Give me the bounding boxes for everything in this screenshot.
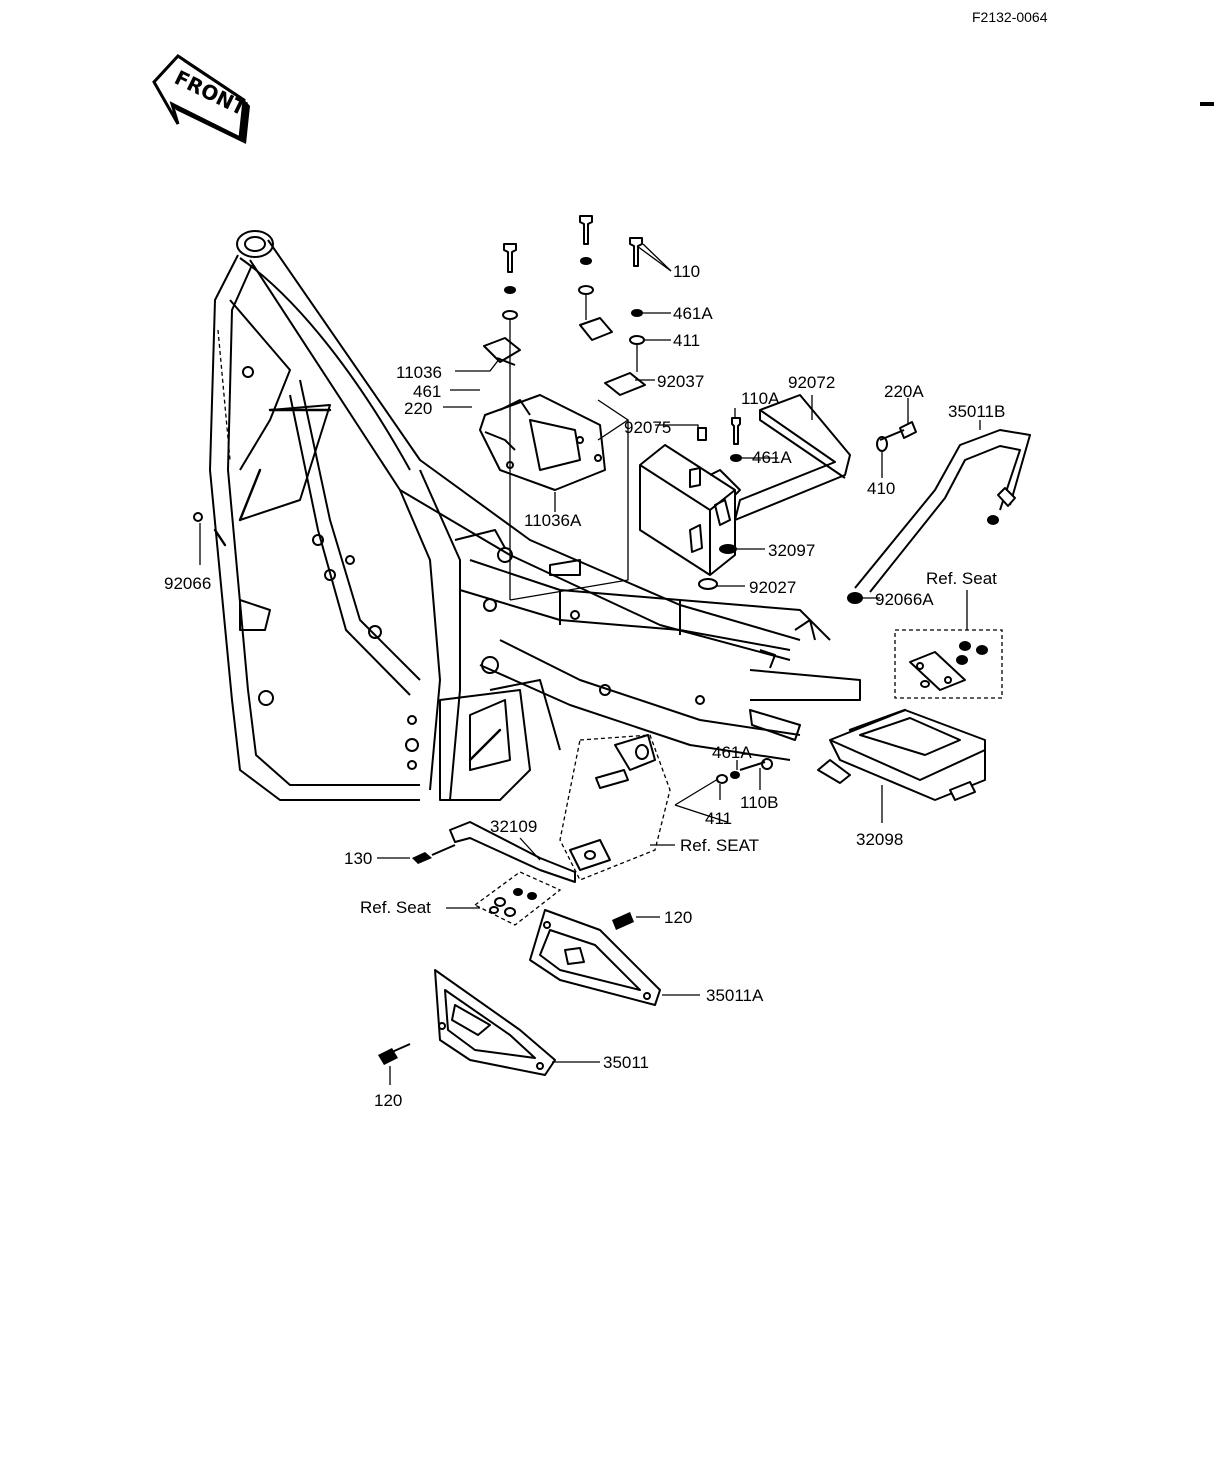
label-92037: 92037 [657, 372, 704, 391]
bolt-stack-left [502, 243, 518, 600]
diagram-code: F2132-0064 [972, 9, 1048, 25]
label-92075: 92075 [624, 418, 671, 437]
label-35011b: 35011B [948, 402, 1005, 421]
bolt-220a [876, 421, 917, 452]
tray-32098 [817, 708, 986, 801]
part-labels: 110 461A 411 92037 92072 220A 35011B 110… [164, 262, 1005, 1110]
label-461: 461 [413, 382, 441, 401]
label-120-top: 120 [664, 908, 692, 927]
bolt-stack-right [629, 237, 672, 372]
strap-92072 [734, 394, 851, 521]
bracket-11036 [483, 337, 521, 366]
label-220a: 220A [884, 382, 924, 401]
grab-bar-35011b [847, 429, 1031, 604]
label-92072: 92072 [788, 373, 835, 392]
bolt-stack-center [578, 215, 594, 320]
label-461a-mid: 461A [752, 448, 792, 467]
label-411-low: 411 [705, 809, 732, 828]
tool-case-box [639, 427, 741, 590]
bolt-110a [730, 417, 742, 462]
ref-seat-inset-left [473, 871, 562, 926]
label-92066: 92066 [164, 574, 211, 593]
ref-seat-inset-right [894, 629, 1003, 699]
label-461a-low: 461A [712, 743, 752, 762]
label-410: 410 [867, 479, 895, 498]
cover-35011a [529, 909, 661, 1006]
grommet-92066-icon [193, 512, 203, 522]
label-ref-seat-mid: Ref. SEAT [680, 836, 759, 855]
leader-lines [199, 243, 981, 1085]
label-411-top: 411 [673, 331, 700, 350]
label-461a-top: 461A [673, 304, 713, 323]
label-35011: 35011 [603, 1053, 649, 1072]
motorcycle-frame [193, 230, 861, 801]
label-110b: 110B [740, 793, 778, 812]
label-11036: 11036 [396, 363, 442, 382]
label-ref-seat-left: Ref. Seat [360, 898, 431, 917]
label-32098: 32098 [856, 830, 903, 849]
label-92027: 92027 [749, 578, 796, 597]
cover-35011 [378, 969, 556, 1076]
label-ref-seat-right: Ref. Seat [926, 569, 997, 588]
label-32109: 32109 [490, 817, 537, 836]
bolt-110b-group [716, 758, 773, 784]
front-direction-arrow-icon: FRONT [152, 54, 250, 144]
label-120-bottom: 120 [374, 1091, 402, 1110]
label-92066a: 92066A [875, 590, 934, 609]
stay-32109 [412, 821, 576, 883]
label-220: 220 [404, 399, 432, 418]
label-130: 130 [344, 849, 372, 868]
damper-92037 [579, 317, 646, 396]
label-110: 110 [673, 262, 700, 281]
side-panel-bracket [559, 734, 671, 881]
bracket-11036a [479, 394, 606, 491]
label-110a: 110A [741, 389, 780, 408]
label-11036a: 11036A [524, 511, 582, 530]
page-mark [1200, 102, 1214, 106]
label-32097: 32097 [768, 541, 815, 560]
label-35011a: 35011A [706, 986, 764, 1005]
